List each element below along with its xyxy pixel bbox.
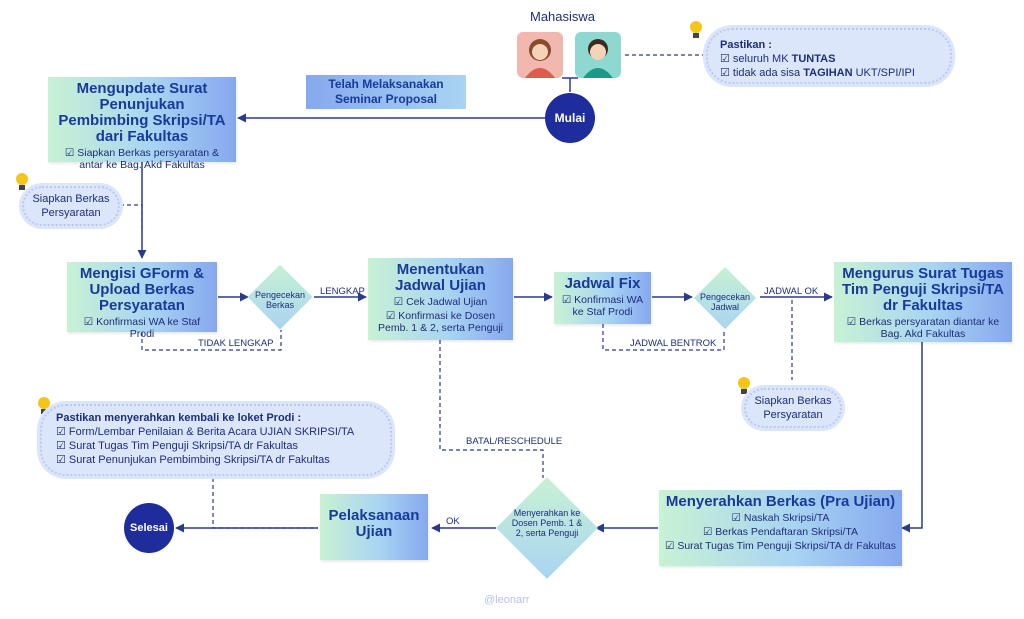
end-node: Selesai — [124, 503, 174, 553]
lightbulb-icon — [36, 396, 52, 421]
edge-jadwal-bentrok — [602, 324, 725, 351]
step-pelaksanaan: Pelaksanaan Ujian — [320, 494, 428, 560]
step-update-surat-title: Mengupdate Surat Penunjukan Pembimbing S… — [58, 80, 226, 145]
pastikan-bottom-item: ☑ Surat Tugas Tim Penguji Skripsi/TA dr … — [56, 440, 298, 452]
start-node: Mulai — [545, 93, 595, 143]
lightbulb-icon — [736, 376, 752, 401]
step-surat-tugas-title: Mengurus Surat Tugas Tim Penguji Skripsi… — [842, 265, 1004, 314]
step-surat-tugas-sub: ☑ Berkas persyaratan diantar ke Bag. Akd… — [846, 316, 1000, 340]
pastikan-bottom-item: ☑ Form/Lembar Penilaian & Berita Acara U… — [56, 426, 355, 438]
edge-surat-pra — [901, 342, 923, 533]
step-jadwal-fix-title: Jadwal Fix — [564, 275, 641, 292]
edge-batal-label: BATAL/RESCHEDULE — [466, 436, 563, 447]
step-pelaksanaan-title: Pelaksanaan Ujian — [328, 507, 420, 540]
lightbulb-icon — [688, 20, 704, 45]
decision-berkas-label: Pengecekan Berkas — [254, 290, 306, 310]
step-jadwal-sub1: ☑ Cek Jadwal Ujian — [393, 296, 488, 308]
pastikan-top-line1: ☑ seluruh MK TUNTAS — [720, 53, 836, 65]
step-update-surat: Mengupdate Surat Penunjukan Pembimbing S… — [48, 77, 236, 171]
note-berkas-2: Siapkan Berkas Persyaratan — [744, 388, 842, 428]
step-pra-ujian-title: Menyerahkan Berkas (Pra Ujian) — [665, 493, 896, 510]
edge-lengkap-label: LENGKAP — [320, 286, 365, 297]
seminar-banner: Telah Melaksanakan Seminar Proposal — [306, 75, 466, 109]
pastikan-bottom-note: Pastikan menyerahkan kembali ke loket Pr… — [40, 404, 392, 476]
male-avatar-icon — [575, 32, 621, 78]
actor-label: Mahasiswa — [530, 9, 596, 24]
pastikan-bottom-heading: Pastikan menyerahkan kembali ke loket Pr… — [56, 412, 302, 424]
edge-batal — [439, 340, 544, 478]
edge-ok-label: OK — [446, 516, 460, 527]
step-pra-ujian: Menyerahkan Berkas (Pra Ujian) ☑ Naskah … — [659, 490, 902, 566]
lightbulb-icon — [14, 172, 30, 197]
step-jadwal-fix: Jadwal Fix ☑ Konfirmasi WA ke Staf Prodi — [554, 272, 651, 324]
decision-jadwal-label: Pengecekan Jadwal — [699, 292, 751, 312]
step-pra-ujian-item: ☑ Naskah Skripsi/TA — [731, 512, 830, 524]
step-pra-ujian-item: ☑ Berkas Pendaftaran Skripsi/TA — [702, 526, 859, 538]
edge-tidak-lengkap — [141, 330, 282, 351]
pastikan-bottom-item: ☑ Surat Penunjukan Pembimbing Skripsi/TA… — [56, 454, 330, 466]
edge-jadwal-ok-label: JADWAL OK — [764, 286, 819, 297]
step-jadwal-fix-sub: ☑ Konfirmasi WA ke Staf Prodi — [561, 294, 644, 318]
edge-jadwal-bentrok-label: JADWAL BENTROK — [630, 338, 717, 349]
step-pra-ujian-item: ☑ Surat Tugas Tim Penguji Skripsi/TA dr … — [665, 540, 896, 552]
step-update-surat-sub: ☑ Siapkan Berkas persyaratan & antar ke … — [64, 147, 220, 171]
step-gform-title: Mengisi GForm & Upload Berkas Persyarata… — [79, 265, 205, 314]
step-jadwal-title: Menentukan Jadwal Ujian — [395, 261, 486, 294]
note-berkas-1: Siapkan Berkas Persyaratan — [22, 186, 120, 226]
watermark: @leonarr — [484, 594, 530, 606]
edge-tidak-lengkap-label: TIDAK LENGKAP — [198, 338, 274, 349]
step-surat-tugas: Mengurus Surat Tugas Tim Penguji Skripsi… — [834, 262, 1012, 342]
step-jadwal-ujian: Menentukan Jadwal Ujian ☑ Cek Jadwal Uji… — [368, 258, 513, 340]
pastikan-top-note: Pastikan : ☑ seluruh MK TUNTAS ☑ tidak a… — [706, 28, 952, 84]
pastikan-top-line2: ☑ tidak ada sisa TAGIHAN UKT/SPI/IPI — [720, 67, 915, 79]
step-gform-sub: ☑ Konfirmasi WA ke Staf Prodi — [83, 316, 201, 340]
female-avatar-icon — [517, 32, 563, 78]
step-gform: Mengisi GForm & Upload Berkas Persyarata… — [67, 262, 217, 340]
pastikan-top-heading: Pastikan : — [720, 39, 772, 51]
decision-serah-label: Menyerahkan ke Dosen Pemb. 1 & 2, serta … — [511, 508, 583, 538]
step-jadwal-sub2: ☑ Konfirmasi ke Dosen Pemb. 1 & 2, serta… — [378, 310, 503, 334]
